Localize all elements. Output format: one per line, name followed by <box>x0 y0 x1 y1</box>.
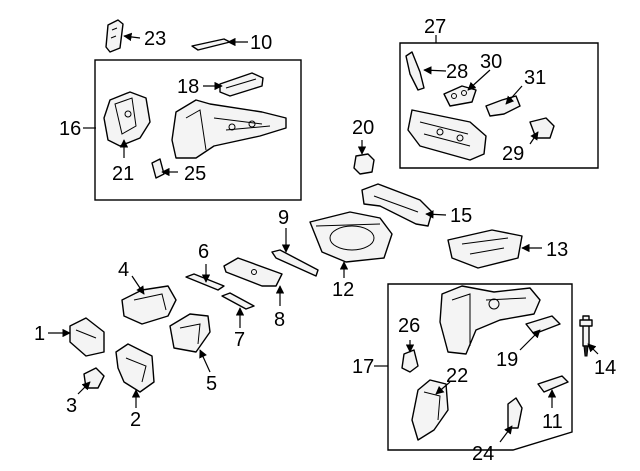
callout-4: 4 <box>118 259 129 281</box>
callout-9: 9 <box>278 207 289 229</box>
part-27-rear-panel[interactable] <box>407 109 487 161</box>
part-25-plate[interactable] <box>151 158 165 179</box>
part-26-plate[interactable] <box>401 349 419 373</box>
part-14-clip[interactable] <box>579 315 593 357</box>
callout-24: 24 <box>472 443 494 465</box>
callout-5: 5 <box>206 373 217 395</box>
callout-14: 14 <box>594 357 616 379</box>
part-4-bracket[interactable] <box>121 285 177 325</box>
callout-labels: 1 2 3 4 5 6 7 8 9 10 11 12 13 14 15 16 1… <box>34 16 616 465</box>
part-17-quarter-inner[interactable] <box>439 285 541 355</box>
callout-13: 13 <box>546 239 568 261</box>
part-15-crossmember[interactable] <box>361 183 433 227</box>
callout-2: 2 <box>130 409 141 431</box>
callout-19: 19 <box>496 349 518 371</box>
callout-25: 25 <box>184 163 206 185</box>
part-20-plug[interactable] <box>353 153 375 175</box>
callout-15: 15 <box>450 205 472 227</box>
part-23-bracket[interactable] <box>105 19 124 53</box>
callout-17: 17 <box>352 356 374 378</box>
part-30-clip[interactable] <box>443 85 477 107</box>
part-11-plate[interactable] <box>537 375 569 393</box>
part-21-pillar[interactable] <box>103 91 151 147</box>
callout-27: 27 <box>424 16 446 38</box>
callout-11: 11 <box>542 411 563 433</box>
callout-26: 26 <box>398 315 420 337</box>
part-16-side-member[interactable] <box>171 99 287 159</box>
callout-28: 28 <box>446 61 468 83</box>
callout-10: 10 <box>250 32 272 54</box>
part-13-extension[interactable] <box>447 229 523 269</box>
part-24-bracket[interactable] <box>507 397 523 429</box>
part-7-reinforcement[interactable] <box>221 292 255 310</box>
callout-20: 20 <box>352 117 374 139</box>
group-frame-16 <box>94 59 302 201</box>
callout-23: 23 <box>144 28 166 50</box>
callout-1: 1 <box>34 323 45 345</box>
part-22-extension[interactable] <box>411 379 449 441</box>
callout-18: 18 <box>177 76 199 98</box>
callout-30: 30 <box>480 51 502 73</box>
leader-lines <box>48 32 599 443</box>
callout-16: 16 <box>59 118 81 140</box>
part-18-reinforcement[interactable] <box>219 72 264 97</box>
callout-22: 22 <box>446 365 468 387</box>
callout-29: 29 <box>502 143 524 165</box>
part-6-reinforcement[interactable] <box>185 273 225 291</box>
part-8-crossmember[interactable] <box>223 257 283 287</box>
callout-31: 31 <box>524 67 546 89</box>
callout-7: 7 <box>234 329 245 351</box>
part-28-stay[interactable] <box>405 51 425 91</box>
part-12-floor-pan[interactable] <box>309 211 393 263</box>
part-9-rail[interactable] <box>271 249 319 277</box>
part-19-reinforcement[interactable] <box>525 315 561 335</box>
part-31-bracket[interactable] <box>485 95 521 117</box>
group-frame-27 <box>399 42 599 169</box>
part-1-panel[interactable] <box>69 317 105 357</box>
part-10-strip[interactable] <box>191 38 231 51</box>
callout-21: 21 <box>112 163 134 185</box>
part-5-bracket[interactable] <box>169 313 211 353</box>
callout-12: 12 <box>332 279 354 301</box>
callout-3: 3 <box>66 395 77 417</box>
group-frame-17 <box>387 283 573 451</box>
callout-6: 6 <box>198 241 209 263</box>
part-29-bracket[interactable] <box>529 117 555 139</box>
part-2-extension[interactable] <box>115 343 155 393</box>
callout-8: 8 <box>274 309 285 331</box>
